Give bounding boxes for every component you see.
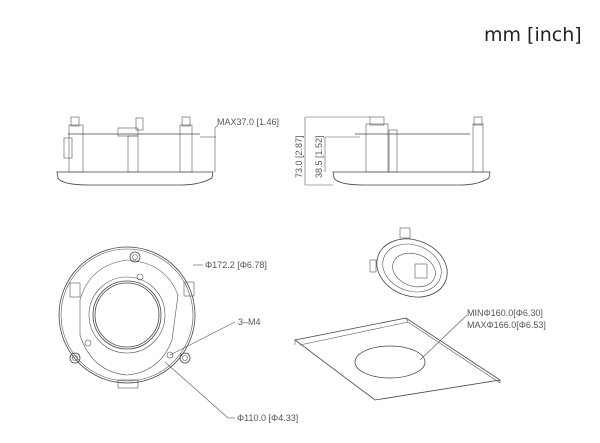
side-view-right: 73.0 [2.87] 38.5 [1.52] — [294, 116, 491, 186]
cutout-min-label: MINΦ160.0[Φ6.30] — [467, 308, 543, 318]
inner-diameter-label: Φ110.0 [Φ4.33] — [237, 413, 298, 423]
side-view-left: MAX37.0 [1.46] — [56, 116, 279, 186]
outer-diameter-label: Φ172.2 [Φ6.78] — [205, 260, 267, 270]
max-height-label: MAX37.0 [1.46] — [217, 117, 279, 127]
units-label: mm [inch] — [484, 24, 582, 46]
ceiling-cutout-view: MINΦ160.0[Φ6.30] MAXΦ166.0[Φ6.53] — [294, 308, 546, 401]
cutout-max-label: MAXΦ166.0[Φ6.53] — [467, 320, 546, 330]
bottom-view: Φ172.2 [Φ6.78] 3–M4 Φ110.0 [Φ4.33] — [58, 246, 298, 423]
screw-label: 3–M4 — [238, 317, 261, 327]
bracket-3d-view — [369, 227, 448, 298]
total-height-label: 73.0 [2.87] — [294, 135, 304, 178]
partial-height-label: 38.5 [1.52] — [314, 135, 324, 178]
